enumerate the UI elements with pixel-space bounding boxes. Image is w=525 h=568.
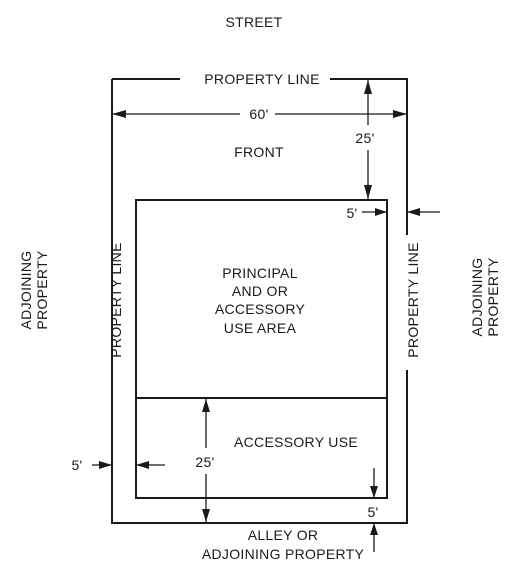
property-boundary [111,78,408,524]
alley-line2: ADJOINING PROPERTY [202,546,365,562]
principal-line3: ACCESSORY [215,301,306,317]
accessory-use-label: ACCESSORY USE [234,434,358,450]
right-side-setback [362,208,440,216]
adjoining-left-line2: PROPERTY [34,250,50,330]
rear-arrow-up [202,399,210,412]
buildable-area [135,199,388,499]
rear-accessory-setback [370,468,378,552]
rear-acc-arrow-down [370,486,378,498]
street-label: STREET [225,14,282,30]
front-arrow-down [364,185,372,199]
rear-setback-label: 25' [195,454,214,470]
front-setback-dimension [364,79,372,200]
principal-use-box [135,199,388,499]
left-setback-arrow-in [136,461,149,469]
property-line-top-right [330,78,408,235]
front-setback-label: 25' [355,130,374,146]
rear-arrow-down [202,509,210,522]
adjoining-left-line1: ADJOINING [18,251,34,330]
left-side-setback [92,461,165,469]
width-arrow-left [112,110,126,118]
principal-line2: AND OR [232,283,288,299]
alley-line1: ALLEY OR [248,527,319,543]
property-line-top-label: PROPERTY LINE [204,71,319,87]
width-arrow-right [393,110,407,118]
left-setback-arrow-out [99,461,112,469]
rear-acc-arrow-up [370,523,378,535]
adjoining-right-line1: ADJOINING [469,258,485,337]
property-line-right-label: PROPERTY LINE [405,242,421,357]
front-arrow-up [364,80,372,94]
principal-line4: USE AREA [224,320,297,336]
width-dimension [112,110,407,118]
front-label: FRONT [234,144,284,160]
rear-setback-dimension [202,398,210,523]
property-line-left-label: PROPERTY LINE [108,242,124,357]
right-setback-arrow-in [375,208,387,216]
width-label: 60' [249,106,268,122]
adjoining-right-line2: PROPERTY [485,257,501,337]
principal-line1: PRINCIPAL [222,265,298,281]
right-setback-arrow-out [407,208,420,216]
left-setback-label: 5' [71,457,82,473]
rear-accessory-setback-label: 5' [367,504,378,520]
right-setback-label: 5' [346,205,357,221]
